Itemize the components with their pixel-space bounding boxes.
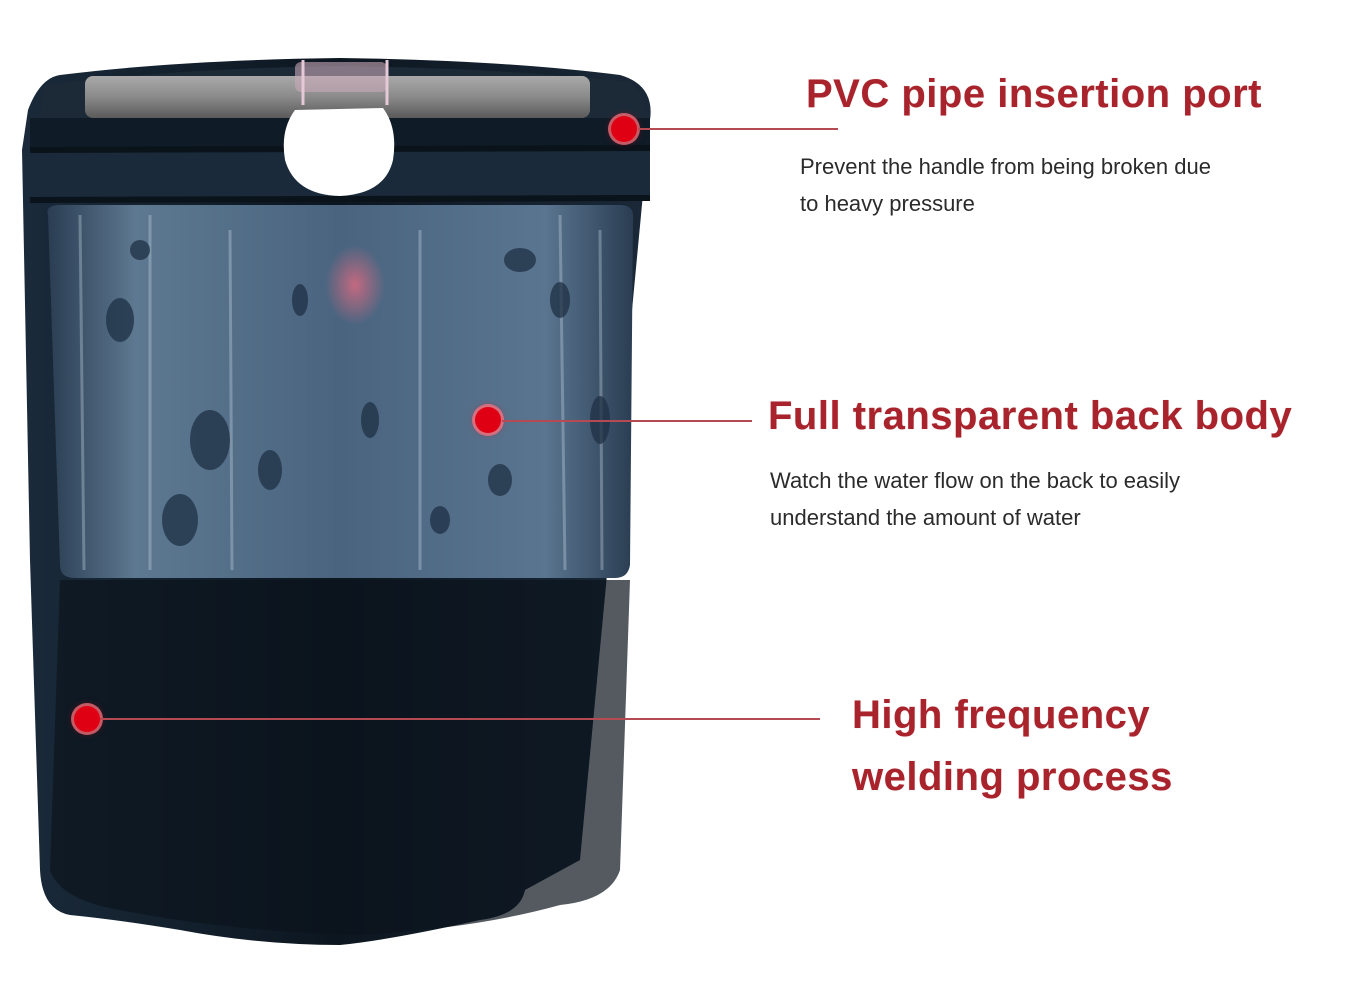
callout-title-welding: High frequency welding process <box>852 684 1173 808</box>
callout-desc-line: to heavy pressure <box>800 191 975 216</box>
callout-title-line: High frequency <box>852 693 1151 737</box>
callout-desc-line: understand the amount of water <box>770 505 1081 530</box>
marker-dot-pvc-port <box>611 116 637 142</box>
pvc-pipe <box>85 76 590 118</box>
callout-title-pvc-port: PVC pipe insertion port <box>806 72 1262 116</box>
callout-title-line: welding process <box>852 755 1173 799</box>
leader-line-welding <box>100 718 820 720</box>
callout-desc-pvc-port: Prevent the handle from being broken due… <box>800 148 1211 222</box>
handle-cutout <box>283 108 395 196</box>
callout-title-transparent-body: Full transparent back body <box>768 394 1293 438</box>
callout-desc-transparent-body: Watch the water flow on the back to easi… <box>770 462 1180 536</box>
leader-line-transparent-body <box>502 420 752 422</box>
marker-dot-transparent-body <box>475 407 501 433</box>
leader-line-pvc-port <box>638 128 838 130</box>
marker-dot-welding <box>74 706 100 732</box>
callout-desc-line: Watch the water flow on the back to easi… <box>770 468 1181 493</box>
callout-desc-line: Prevent the handle from being broken due <box>800 154 1211 179</box>
transparent-panel <box>47 205 634 578</box>
